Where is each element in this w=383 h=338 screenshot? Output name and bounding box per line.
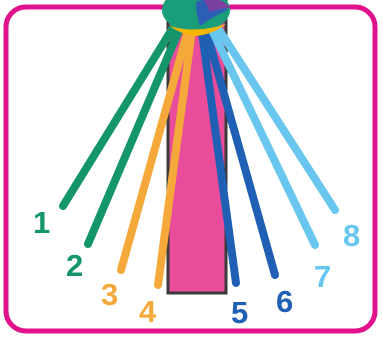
- strand-label-1: 1: [33, 205, 50, 240]
- strand-label-6: 6: [276, 284, 293, 319]
- strand-label-7: 7: [314, 259, 331, 294]
- strand-8: [218, 28, 335, 210]
- strand-label-2: 2: [66, 248, 83, 283]
- strand-label-3: 3: [101, 277, 118, 312]
- strand-label-8: 8: [343, 218, 360, 253]
- strand-label-5: 5: [231, 295, 248, 330]
- strand-label-4: 4: [139, 294, 157, 329]
